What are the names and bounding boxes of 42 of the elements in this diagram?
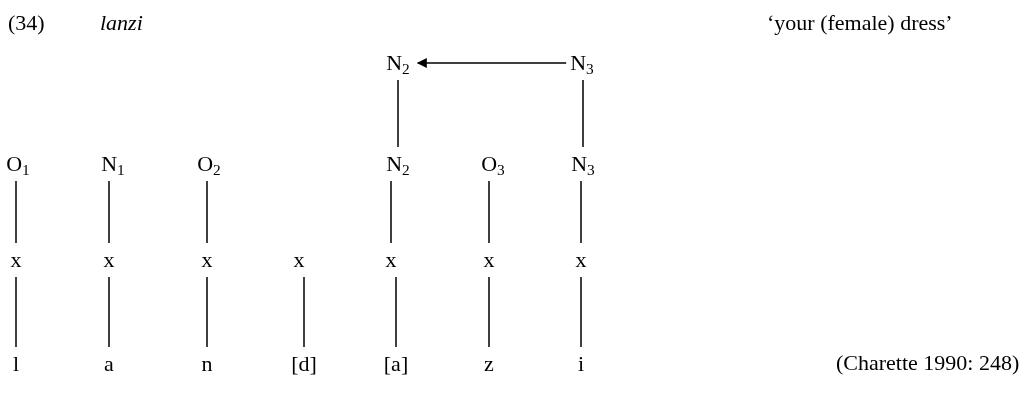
source-citation: (Charette 1990: 248) [836, 352, 1020, 374]
association-line [390, 180, 392, 244]
association-line [206, 180, 208, 244]
association-line [108, 180, 110, 244]
association-line [397, 79, 399, 148]
association-line [15, 276, 17, 348]
arrow [416, 58, 567, 68]
gloss-text: ‘your (female) dress’ [767, 12, 953, 34]
association-line [488, 180, 490, 244]
association-line [15, 180, 17, 244]
association-line [580, 180, 582, 244]
association-line [395, 276, 397, 348]
tier-label: [a] [379, 347, 413, 381]
association-line [582, 79, 584, 148]
tier-label: O$_{3}$ [477, 147, 509, 181]
association-line [303, 276, 305, 348]
example-word: lanzi [100, 12, 143, 34]
tier-label: N$_{3}$ [566, 46, 598, 80]
tier-label: [d] [287, 347, 321, 381]
tier-label: x [479, 243, 499, 277]
tier-label: x [197, 243, 217, 277]
tier-label: z [480, 347, 498, 381]
tier-label: O$_{1}$ [2, 147, 34, 181]
tier-label: N$_{2}$ [382, 147, 414, 181]
tier-label: O$_{2}$ [193, 147, 225, 181]
association-line [488, 276, 490, 348]
tier-label: n [197, 347, 217, 381]
association-line [108, 276, 110, 348]
tier-label: N$_{3}$ [567, 147, 599, 181]
tier-label: x [381, 243, 401, 277]
tier-label: x [6, 243, 26, 277]
tier-label: N$_{2}$ [382, 46, 414, 80]
example-number: (34) [8, 12, 45, 34]
tier-label: a [100, 347, 118, 381]
association-line [206, 276, 208, 348]
tier-label: i [573, 347, 589, 381]
tier-label: l [8, 347, 24, 381]
tier-label: N$_{1}$ [97, 147, 129, 181]
tier-label: x [571, 243, 591, 277]
tier-label: x [99, 243, 119, 277]
association-line [580, 276, 582, 348]
tier-label: x [289, 243, 309, 277]
